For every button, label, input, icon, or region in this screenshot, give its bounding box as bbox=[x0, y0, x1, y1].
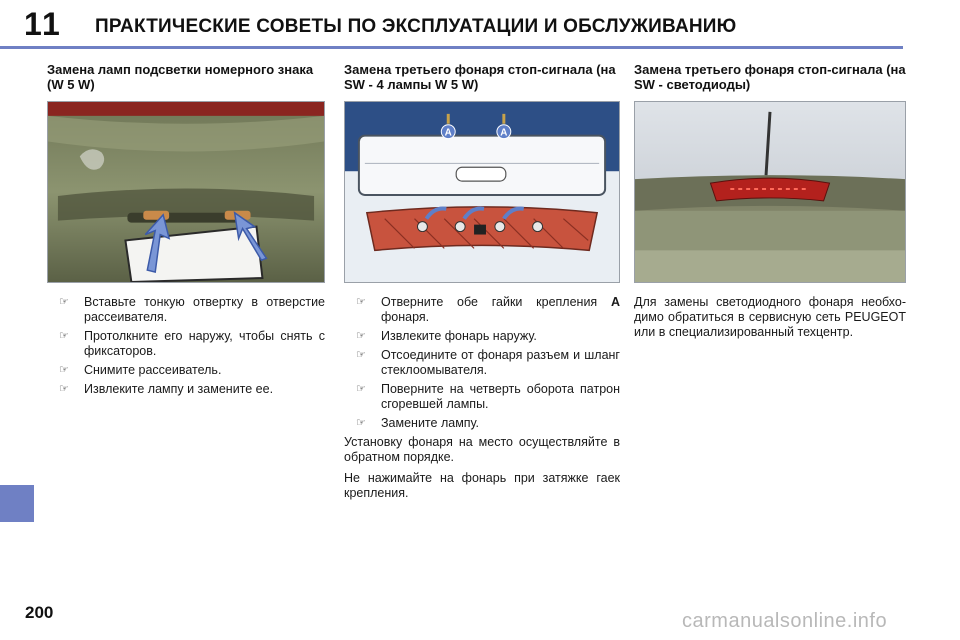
paragraph-warning: Не нажимайте на фонарь при затяжке гаек … bbox=[344, 471, 620, 500]
pointing-hand-icon: ☞ bbox=[356, 349, 366, 361]
pointing-hand-icon: ☞ bbox=[356, 330, 366, 342]
watermark: carmanualsonline.info bbox=[682, 610, 888, 632]
nut-label: A bbox=[610, 295, 620, 309]
page-header: 11 ПРАКТИЧЕСКИЕ СОВЕТЫ ПО ЭКСПЛУАТАЦИИ И… bbox=[0, 0, 960, 52]
list-item: ☞Снимите рассеиватель. bbox=[59, 363, 222, 377]
pointing-hand-icon: ☞ bbox=[356, 296, 366, 308]
paragraph-reinstall: Установку фонаря на место осуществляйте … bbox=[344, 435, 620, 464]
section-title: Замена третьего фонаря стоп-сигнала (на … bbox=[344, 62, 616, 92]
list-item: ☞Отверните обе гайки крепления A фонаря. bbox=[356, 295, 620, 324]
pointing-hand-icon: ☞ bbox=[59, 296, 69, 308]
section-title: Замена третьего фонаря стоп-сигнала (на … bbox=[634, 62, 906, 92]
list-item: ☞Замените лампу. bbox=[356, 416, 480, 430]
list-item: ☞Протолкните его наружу, чтобы снять с ф… bbox=[59, 329, 325, 358]
figure-third-brake-light-bulbs: A A bbox=[344, 101, 620, 283]
pointing-hand-icon: ☞ bbox=[356, 417, 366, 429]
list-item: ☞Извлеките лампу и замените ее. bbox=[59, 382, 274, 396]
instruction-list: ☞Вставьте тонкую отвертку в отверстие ра… bbox=[47, 295, 325, 397]
label-a-right: A bbox=[500, 128, 507, 139]
header-rule bbox=[0, 46, 903, 49]
list-item: ☞Отсоедините от фонаря разъем и шланг ст… bbox=[356, 348, 620, 377]
list-item: ☞Извлеките фонарь наружу. bbox=[356, 329, 537, 343]
pointing-hand-icon: ☞ bbox=[59, 330, 69, 342]
instruction-list: ☞Отверните обе гайки крепления A фонаря.… bbox=[344, 295, 620, 431]
list-item: ☞Поверните на четверть оборота патрон сг… bbox=[356, 382, 620, 411]
list-item: ☞Вставьте тонкую отвертку в отверстие ра… bbox=[59, 295, 325, 324]
figure-third-brake-light-led bbox=[634, 101, 906, 283]
section-third-brake-light-led: Замена третьего фонаря стоп-сигнала (на … bbox=[634, 62, 906, 346]
figure-license-plate-lamps bbox=[47, 101, 325, 283]
label-a-left: A bbox=[445, 128, 452, 139]
chapter-title: ПРАКТИЧЕСКИЕ СОВЕТЫ ПО ЭКСПЛУАТАЦИИ И ОБ… bbox=[95, 16, 737, 37]
page-number: 200 bbox=[25, 603, 54, 622]
section-title: Замена ламп подсветки номерного знака (W… bbox=[47, 62, 314, 92]
section-third-brake-light-bulbs: Замена третьего фонаря стоп-сигнала (на … bbox=[344, 62, 620, 507]
pointing-hand-icon: ☞ bbox=[59, 364, 69, 376]
chapter-side-tab bbox=[0, 485, 34, 522]
pointing-hand-icon: ☞ bbox=[59, 383, 69, 395]
chapter-number: 11 bbox=[24, 6, 62, 42]
paragraph-led-service: Для замены светодиодного фонаря необхо- … bbox=[634, 295, 906, 339]
section-license-plate-lamps: Замена ламп подсветки номерного знака (W… bbox=[47, 62, 325, 401]
pointing-hand-icon: ☞ bbox=[356, 383, 366, 395]
